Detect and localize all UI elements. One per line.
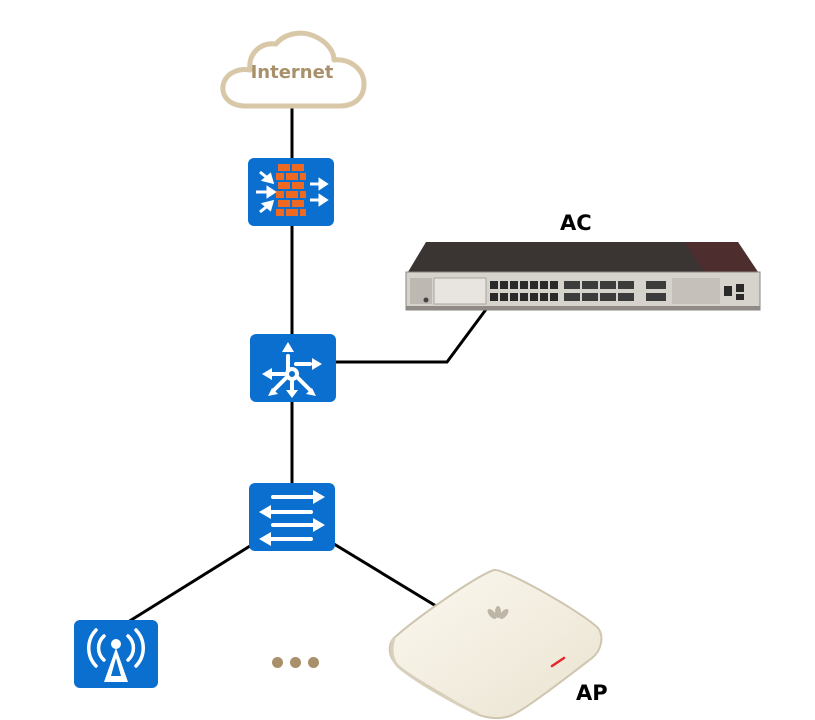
ellipsis-dot	[308, 657, 319, 668]
ac-label: AC	[560, 211, 592, 235]
link-router-ac	[335, 299, 495, 364]
more-devices-ellipsis	[272, 657, 319, 668]
ellipsis-dot	[272, 657, 283, 668]
internet-label: Internet	[250, 62, 334, 83]
access-point-device[interactable]	[386, 566, 606, 720]
link-switch-ap	[333, 542, 437, 608]
ellipsis-dot	[290, 657, 301, 668]
wireless-node[interactable]	[74, 620, 158, 688]
router-node[interactable]	[250, 334, 336, 402]
wireless-ap-icon	[87, 628, 145, 682]
firewall-node[interactable]	[248, 158, 334, 226]
router-icon	[262, 342, 322, 398]
firewall-icon	[256, 164, 329, 216]
link-switch-wireless	[127, 544, 251, 624]
ap-label: AP	[576, 681, 608, 705]
switch-node[interactable]	[249, 483, 335, 551]
access-controller-device[interactable]	[404, 240, 762, 314]
cloud-icon	[220, 30, 367, 109]
switch-icon	[259, 490, 325, 546]
